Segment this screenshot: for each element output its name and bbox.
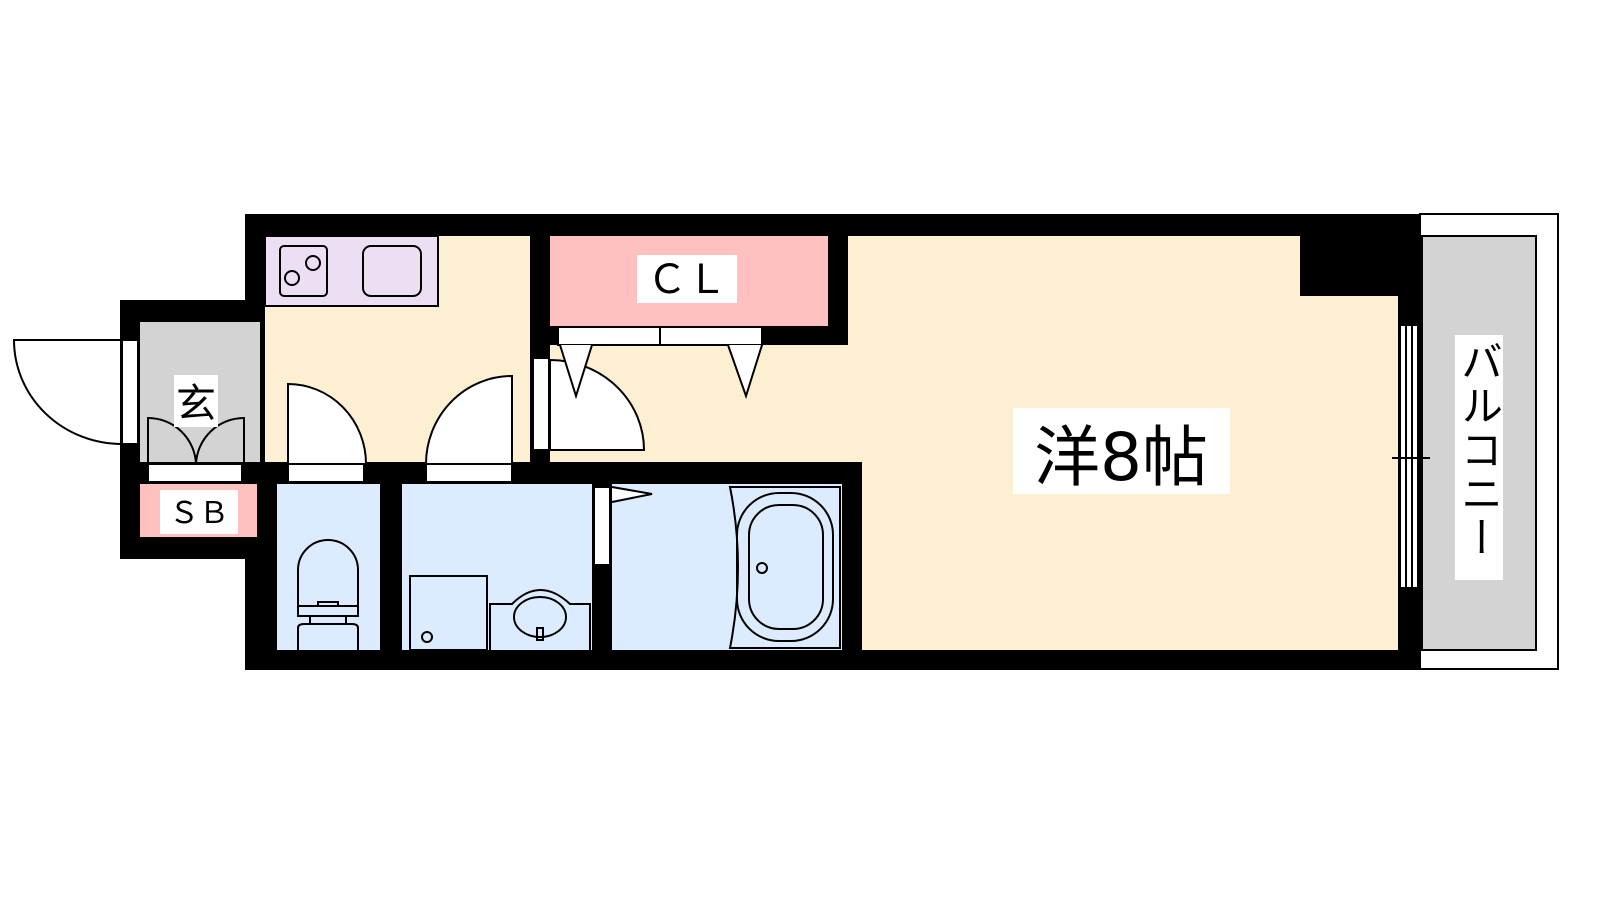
balcony	[1419, 213, 1559, 670]
wash-basin-icon	[489, 589, 591, 650]
toilet-icon	[297, 539, 359, 650]
bathroom-door[interactable]	[593, 486, 653, 566]
entrance-door[interactable]	[12, 339, 139, 445]
bathroom	[612, 484, 842, 650]
bathtub-icon	[728, 486, 841, 649]
stove-burner-icon	[305, 255, 321, 271]
stove-burner-icon	[284, 270, 300, 286]
western-room	[550, 236, 1398, 650]
toilet-room	[277, 484, 380, 650]
shoe-box-doors[interactable]	[147, 416, 245, 483]
shoe-box-label: ＳＢ	[169, 496, 229, 531]
washing-machine-icon	[409, 575, 488, 651]
toilet-door[interactable]	[287, 382, 368, 483]
sink-icon	[362, 245, 422, 297]
balcony-window[interactable]	[1392, 324, 1430, 589]
closet-label: ＣＬ	[647, 257, 727, 303]
western-room-label: 洋8帖	[1034, 419, 1208, 496]
entrance-label: 玄	[176, 381, 216, 427]
washroom	[402, 484, 592, 650]
washroom-door[interactable]	[424, 374, 513, 483]
balcony-label: バルコニー	[1455, 340, 1504, 560]
closet-doors[interactable]	[557, 326, 763, 400]
kitchen-counter	[264, 235, 439, 307]
